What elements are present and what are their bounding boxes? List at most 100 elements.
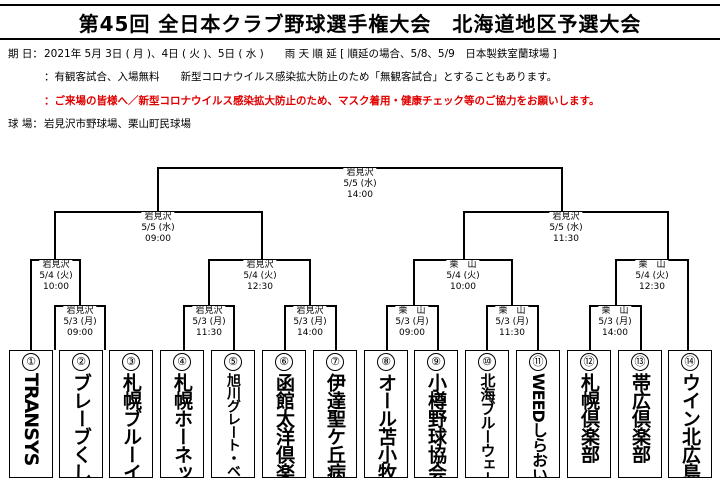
game-r4: 栗 山 5/3 (月) 09:00 xyxy=(395,306,429,339)
team-box-8: ⑧ オール苫小牧 xyxy=(364,350,408,478)
game-r6: 栗 山 5/3 (月) 14:00 xyxy=(598,306,632,339)
game-venue: 岩見沢 xyxy=(346,168,374,178)
game-venue: 岩見沢 xyxy=(42,260,70,270)
game-date: 5/5 (水) xyxy=(141,223,175,233)
team-name: 小樽野球協会 xyxy=(425,373,447,477)
game-r3: 岩見沢 5/3 (月) 14:00 xyxy=(293,306,327,339)
game-sf2: 岩見沢 5/5 (水) 11:30 xyxy=(549,212,583,245)
team-name: ウイン北広島 xyxy=(679,373,701,477)
game-time: 11:30 xyxy=(196,328,222,338)
team-box-1: ① TRANSYS xyxy=(9,350,53,478)
team-name: オール苫小牧 xyxy=(375,373,397,477)
venue-label: 球 場： xyxy=(8,118,43,130)
game-venue: 岩見沢 xyxy=(144,212,172,222)
team-number: ③ xyxy=(122,353,140,371)
team-box-12: ⑫ 札幌倶楽部 xyxy=(567,350,611,478)
game-time: 12:30 xyxy=(247,282,273,292)
team-box-14: ⑭ ウイン北広島 xyxy=(668,350,712,478)
team-number: ④ xyxy=(173,353,191,371)
venue-line: 球 場：岩見沢市野球場、栗山町民球場 xyxy=(8,116,191,131)
team-number: ⑤ xyxy=(224,353,242,371)
game-date: 5/4 (火) xyxy=(446,271,480,281)
notice-line-2: ：ご来場の皆様へ／新型コロナウイルス感染拡大防止のため、マスク着用・健康チェック… xyxy=(44,95,600,107)
game-sf1: 岩見沢 5/5 (水) 09:00 xyxy=(141,212,175,245)
game-qf1: 岩見沢 5/4 (火) 10:00 xyxy=(39,260,73,293)
team-box-4: ④ 札幌ホーネッツ xyxy=(160,350,204,478)
team-number: ⑨ xyxy=(427,353,445,371)
team-name: ブレーブくしろ xyxy=(70,373,92,477)
game-qf4: 栗 山 5/4 (火) 12:30 xyxy=(635,260,669,293)
team-name: 札幌ブルーインズ xyxy=(120,373,142,477)
game-date: 5/5 (水) xyxy=(549,223,583,233)
team-box-5: ⑤ 旭川グレート・ベアーズ xyxy=(211,350,255,478)
team-name: 札幌倶楽部 xyxy=(578,373,600,463)
team-name: 伊達聖ケ丘病院 xyxy=(324,373,346,477)
game-r1: 岩見沢 5/3 (月) 09:00 xyxy=(63,306,97,339)
team-name: 帯広倶楽部 xyxy=(629,373,651,463)
game-time: 11:30 xyxy=(499,328,525,338)
game-date: 5/3 (月) xyxy=(598,317,632,327)
game-time: 10:00 xyxy=(43,282,69,292)
game-venue: 栗 山 xyxy=(449,260,477,270)
game-time: 10:00 xyxy=(450,282,476,292)
notice-line-1: ：有観客試合、入場無料 新型コロナウイルス感染拡大防止のため「無観客試合」とする… xyxy=(44,71,558,83)
game-date: 5/4 (火) xyxy=(243,271,277,281)
game-time: 09:00 xyxy=(145,234,171,244)
team-name: 札幌ホーネッツ xyxy=(171,373,193,477)
team-name: TRANSYS xyxy=(20,373,42,466)
game-venue: 岩見沢 xyxy=(246,260,274,270)
venue-text: 岩見沢市野球場、栗山町民球場 xyxy=(44,118,191,130)
game-time: 14:00 xyxy=(347,190,373,200)
game-date: 5/5 (水) xyxy=(343,179,377,189)
game-time: 14:00 xyxy=(602,328,628,338)
team-number: ⑧ xyxy=(377,353,395,371)
game-venue: 岩見沢 xyxy=(195,306,223,316)
team-box-13: ⑬ 帯広倶楽部 xyxy=(618,350,662,478)
team-box-10: ⑩ 北海ブルーウェーブ xyxy=(465,350,509,478)
game-venue: 岩見沢 xyxy=(552,212,580,222)
game-date: 5/3 (月) xyxy=(293,317,327,327)
game-date: 5/3 (月) xyxy=(395,317,429,327)
team-name: 旭川グレート・ベアーズ xyxy=(225,373,241,477)
game-venue: 栗 山 xyxy=(498,306,526,316)
team-box-2: ② ブレーブくしろ xyxy=(59,350,103,478)
game-r5: 栗 山 5/3 (月) 11:30 xyxy=(495,306,529,339)
game-time: 09:00 xyxy=(67,328,93,338)
game-time: 14:00 xyxy=(297,328,323,338)
game-date: 5/3 (月) xyxy=(495,317,529,327)
team-name: WEEDしらおい xyxy=(529,373,548,477)
schedule-line: 期 日：2021年 5月 3日 ( 月 )、4日 ( 火 )、5日 ( 水 ) … xyxy=(8,46,557,61)
game-time: 11:30 xyxy=(553,234,579,244)
team-box-7: ⑦ 伊達聖ケ丘病院 xyxy=(313,350,357,478)
team-number: ② xyxy=(72,353,90,371)
game-venue: 岩見沢 xyxy=(296,306,324,316)
team-box-11: ⑪ WEEDしらおい xyxy=(516,350,560,478)
game-venue: 栗 山 xyxy=(638,260,666,270)
team-number: ⑬ xyxy=(631,353,649,371)
team-box-3: ③ 札幌ブルーインズ xyxy=(109,350,153,478)
team-name: 函館太洋倶楽部 xyxy=(273,373,295,477)
game-venue: 岩見沢 xyxy=(66,306,94,316)
team-number: ⑭ xyxy=(681,353,699,371)
game-date: 5/4 (火) xyxy=(39,271,73,281)
game-final: 岩見沢 5/5 (水) 14:00 xyxy=(343,168,377,201)
game-qf2: 岩見沢 5/4 (火) 12:30 xyxy=(243,260,277,293)
team-box-9: ⑨ 小樽野球協会 xyxy=(414,350,458,478)
team-number: ⑦ xyxy=(326,353,344,371)
game-time: 09:00 xyxy=(399,328,425,338)
team-number: ⑪ xyxy=(529,353,547,371)
game-date: 5/3 (月) xyxy=(63,317,97,327)
game-qf3: 栗 山 5/4 (火) 10:00 xyxy=(446,260,480,293)
game-r2: 岩見沢 5/3 (月) 11:30 xyxy=(192,306,226,339)
team-number: ⑫ xyxy=(580,353,598,371)
team-name: 北海ブルーウェーブ xyxy=(478,373,497,477)
schedule-text: 2021年 5月 3日 ( 月 )、4日 ( 火 )、5日 ( 水 ) 雨 天 … xyxy=(44,48,557,60)
game-date: 5/4 (火) xyxy=(635,271,669,281)
team-number: ① xyxy=(22,353,40,371)
team-number: ⑩ xyxy=(478,353,496,371)
game-date: 5/3 (月) xyxy=(192,317,226,327)
game-venue: 栗 山 xyxy=(398,306,426,316)
game-venue: 栗 山 xyxy=(601,306,629,316)
schedule-label: 期 日： xyxy=(8,48,43,60)
